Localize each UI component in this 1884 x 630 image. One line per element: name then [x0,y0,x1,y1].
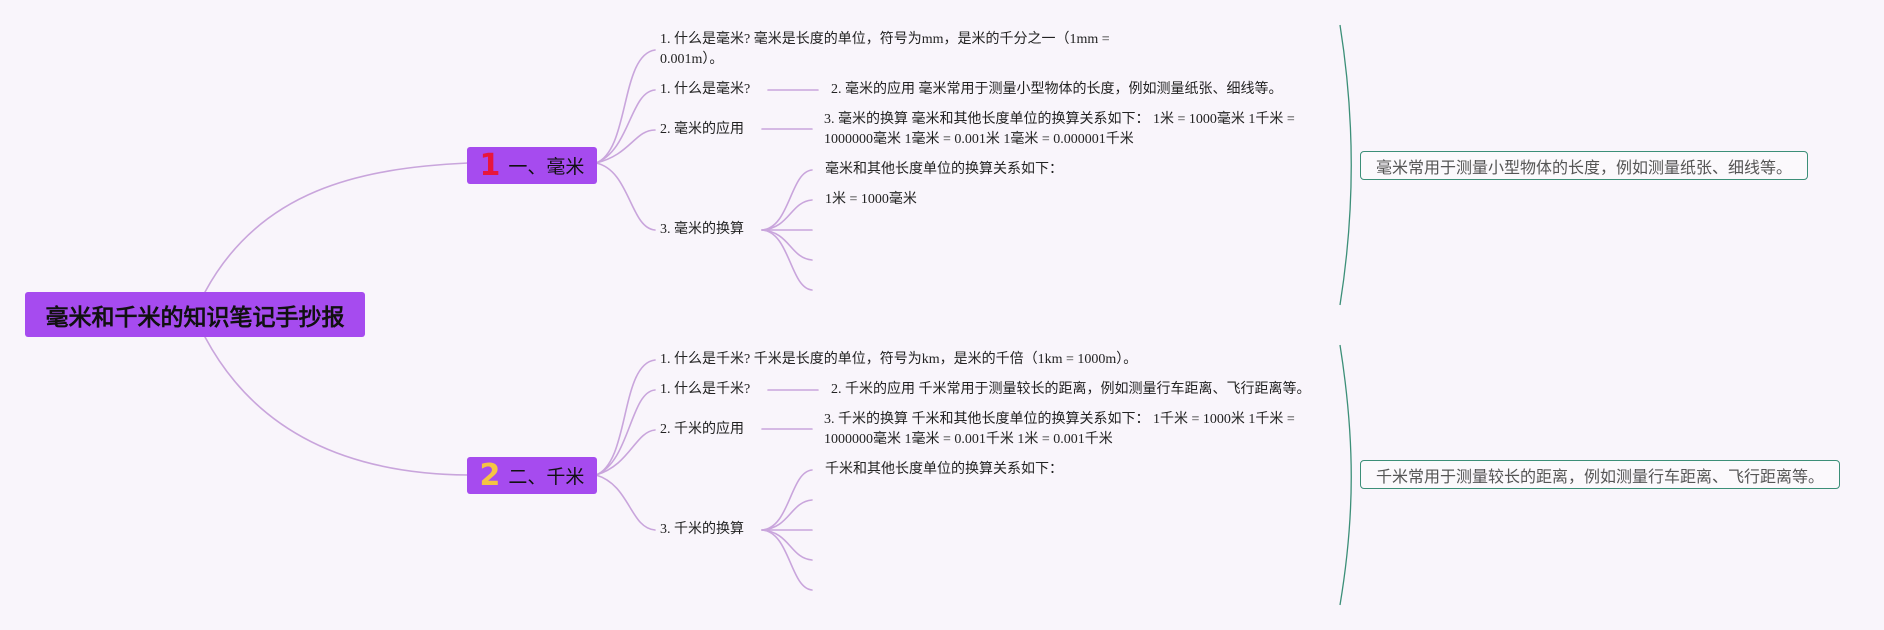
summary-bracket-1 [1339,24,1352,306]
topic-label: 二、千米 [508,466,585,488]
number-1-badge-icon: 1 [479,147,501,183]
millimeter-leaf-2[interactable]: 1米 = 1000毫米 [825,192,917,207]
summary-bracket-2 [1339,344,1352,606]
millimeter-definition[interactable]: 1. 什么是毫米? 毫米是长度的单位，符号为mm，是米的千分之一（1mm = 0… [660,32,1110,67]
number-2-badge-icon: 2 [479,457,501,493]
topic-kilometer[interactable]: 2 二、千米 [467,457,597,494]
root-title-text: 毫米和千米的知识笔记手抄报 [45,304,345,331]
millimeter-branch-2-detail[interactable]: 3. 毫米的换算 毫米和其他长度单位的换算关系如下： 1米 = 1000毫米 1… [824,112,1295,147]
kilometer-branch-3[interactable]: 3. 千米的换算 [660,522,744,537]
kilometer-summary[interactable]: 千米常用于测量较长的距离，例如测量行车距离、飞行距离等。 [1360,460,1840,489]
millimeter-summary[interactable]: 毫米常用于测量小型物体的长度，例如测量纸张、细线等。 [1360,151,1808,180]
kilometer-definition[interactable]: 1. 什么是千米? 千米是长度的单位，符号为km，是米的千倍（1km = 100… [660,352,1138,367]
millimeter-branch-1-detail[interactable]: 2. 毫米的应用 毫米常用于测量小型物体的长度，例如测量纸张、细线等。 [831,82,1283,97]
connector-root-topic-2 [204,336,469,476]
millimeter-summary-text: 毫米常用于测量小型物体的长度，例如测量纸张、细线等。 [1375,157,1792,177]
millimeter-branch-1[interactable]: 1. 什么是毫米? [660,82,751,97]
kilometer-branch-1-detail[interactable]: 2. 千米的应用 千米常用于测量较长的距离，例如测量行车距离、飞行距离等。 [831,382,1311,397]
millimeter-branch-2[interactable]: 2. 毫米的应用 [660,122,744,137]
kilometer-leaf-1[interactable]: 千米和其他长度单位的换算关系如下： [825,462,1063,477]
kilometer-branch-1[interactable]: 1. 什么是千米? [660,382,751,397]
kilometer-branch-2-detail[interactable]: 3. 千米的换算 千米和其他长度单位的换算关系如下： 1千米 = 1000米 1… [824,412,1295,447]
millimeter-leaf-1[interactable]: 毫米和其他长度单位的换算关系如下： [825,162,1063,177]
millimeter-branch-3[interactable]: 3. 毫米的换算 [660,222,744,237]
kilometer-summary-text: 千米常用于测量较长的距离，例如测量行车距离、飞行距离等。 [1375,466,1824,486]
topic-millimeter[interactable]: 1 一、毫米 [467,147,597,184]
topic-label: 一、毫米 [508,156,585,178]
connector-root-topic-1 [204,162,469,293]
kilometer-branch-2[interactable]: 2. 千米的应用 [660,422,744,437]
root-title[interactable]: 毫米和千米的知识笔记手抄报 [25,292,365,337]
